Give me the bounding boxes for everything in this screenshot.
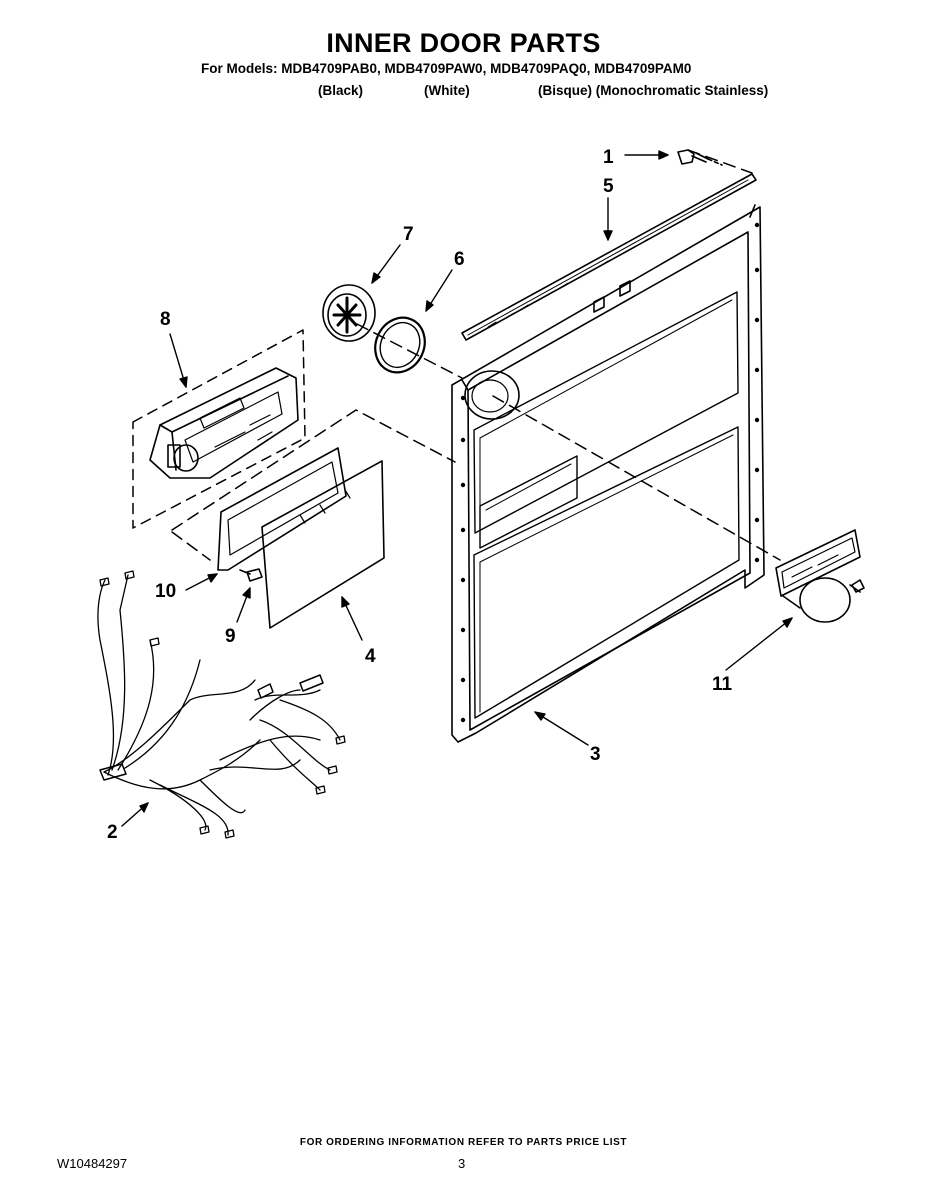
part-4-insulation-sheet [261,460,385,629]
alignment-lines [171,149,781,561]
document-number: W10484297 [57,1156,128,1171]
callout-8: 8 [160,309,171,330]
part-9-screw [239,568,263,582]
callout-5: 5 [603,176,614,197]
callout-4: 4 [365,646,376,667]
part-10-seal-frame [217,447,347,571]
part-7-cap [322,284,376,342]
variant-black: (Black) [318,83,364,98]
callout-10: 10 [155,581,176,602]
ordering-note: FOR ORDERING INFORMATION REFER TO PARTS … [299,1137,628,1148]
callout-6: 6 [454,249,465,270]
variant-white: (White) [424,83,470,98]
variant-bisque-stainless: (Bisque) (Monochromatic Stainless) [538,83,769,98]
part-8-dispenser [149,367,299,479]
callout-9: 9 [225,626,236,647]
part-3-inner-door-panel [451,204,765,743]
callout-1: 1 [603,147,614,168]
models-line: For Models: MDB4709PAB0, MDB4709PAW0, MD… [201,61,692,76]
leader-arrows [121,150,793,827]
callout-3: 3 [590,744,601,765]
part-6-gasket-ring [374,316,426,374]
callout-7: 7 [403,224,414,245]
part-8-outline [132,329,306,529]
part-2-wire-harness [97,570,346,839]
part-11-vent-assembly [775,529,865,623]
callout-2: 2 [107,822,118,843]
callout-11: 11 [712,674,733,695]
page-number: 3 [458,1156,466,1171]
page-title: INNER DOOR PARTS [326,28,601,58]
part-5-top-rail [461,173,757,341]
part-1-screw [677,149,723,166]
